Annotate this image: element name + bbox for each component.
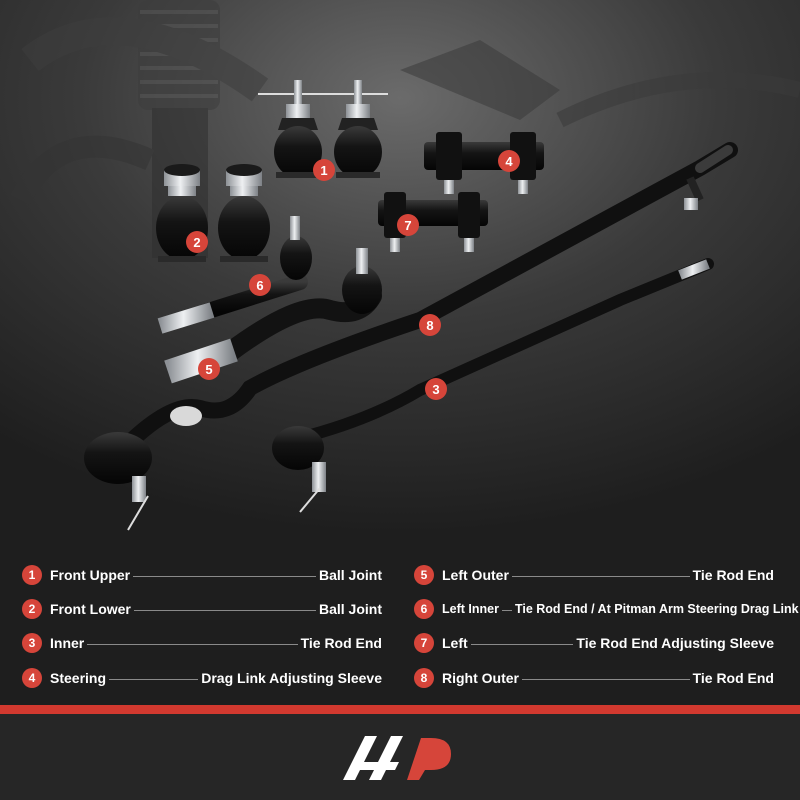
svg-text:1: 1 <box>320 163 327 178</box>
callout-4: 4 <box>498 150 520 172</box>
leader-line <box>501 609 512 611</box>
footer <box>0 714 800 800</box>
legend-number: 3 <box>22 633 42 653</box>
svg-text:4: 4 <box>505 154 513 169</box>
legend-part: Ball Joint <box>318 601 382 617</box>
legend-name: Inner <box>50 635 85 651</box>
leader-line <box>511 575 690 577</box>
svg-text:8: 8 <box>426 318 433 333</box>
callout-1: 1 <box>313 159 335 181</box>
callout-badges: 1 2 3 4 5 6 7 8 <box>186 150 520 400</box>
legend-part: Drag Link Adjusting Sleeve <box>201 670 382 686</box>
front-upper-ball-joints <box>258 80 388 178</box>
legend-name: Front Lower <box>50 601 131 617</box>
callout-3: 3 <box>425 378 447 400</box>
svg-text:7: 7 <box>404 218 411 233</box>
legend-item-6: 6 Left Inner Tie Rod End / At Pitman Arm… <box>414 597 799 621</box>
legend-part: Ball Joint <box>318 567 382 583</box>
legend-part: Tie Rod End <box>692 670 774 686</box>
leader-line <box>470 643 574 645</box>
accent-stripe <box>0 705 800 714</box>
callout-6: 6 <box>249 274 271 296</box>
legend-item-8: 8 Right Outer Tie Rod End <box>414 666 774 690</box>
legend-number: 7 <box>414 633 434 653</box>
callout-7: 7 <box>397 214 419 236</box>
parts-legend: 1 Front Upper Ball Joint 2 Front Lower B… <box>0 545 800 705</box>
leader-line <box>87 643 298 645</box>
legend-number: 2 <box>22 599 42 619</box>
legend-part: Tie Rod End <box>692 567 774 583</box>
legend-item-5: 5 Left Outer Tie Rod End <box>414 563 774 587</box>
callout-8: 8 <box>419 314 441 336</box>
leader-line <box>109 678 199 680</box>
left-inner-tie-rod-end <box>157 216 312 334</box>
legend-part: Tie Rod End / At Pitman Arm Steering Dra… <box>514 602 799 616</box>
leader-line <box>133 575 316 577</box>
inner-tie-rod-end <box>272 258 714 513</box>
legend-item-3: 3 Inner Tie Rod End <box>22 631 382 655</box>
legend-number: 1 <box>22 565 42 585</box>
legend-part: Tie Rod End <box>300 635 382 651</box>
legend-name: Steering <box>50 670 107 686</box>
legend-part: Tie Rod End Adjusting Sleeve <box>576 635 774 651</box>
callout-5: 5 <box>198 358 220 380</box>
callout-2: 2 <box>186 231 208 253</box>
legend-name: Left <box>442 635 468 651</box>
left-outer-tie-rod-end <box>164 248 382 384</box>
legend-name: Left Inner <box>442 602 499 616</box>
legend-item-1: 1 Front Upper Ball Joint <box>22 563 382 587</box>
leader-line <box>133 609 316 611</box>
legend-number: 6 <box>414 599 434 619</box>
legend-number: 5 <box>414 565 434 585</box>
svg-text:2: 2 <box>193 235 200 250</box>
legend-item-2: 2 Front Lower Ball Joint <box>22 597 382 621</box>
legend-item-4: 4 Steering Drag Link Adjusting Sleeve <box>22 666 382 690</box>
legend-number: 8 <box>414 668 434 688</box>
legend-number: 4 <box>22 668 42 688</box>
legend-name: Right Outer <box>442 670 519 686</box>
long-tie-rod-assembly <box>84 142 738 531</box>
svg-text:5: 5 <box>205 362 212 377</box>
legend-name: Left Outer <box>442 567 509 583</box>
legend-name: Front Upper <box>50 567 131 583</box>
svg-text:6: 6 <box>256 278 263 293</box>
brand-logo <box>343 736 451 780</box>
product-image: 1 2 3 4 5 6 7 8 <box>0 0 800 545</box>
leader-line <box>522 678 690 680</box>
legend-item-7: 7 Left Tie Rod End Adjusting Sleeve <box>414 631 774 655</box>
svg-text:3: 3 <box>432 382 439 397</box>
